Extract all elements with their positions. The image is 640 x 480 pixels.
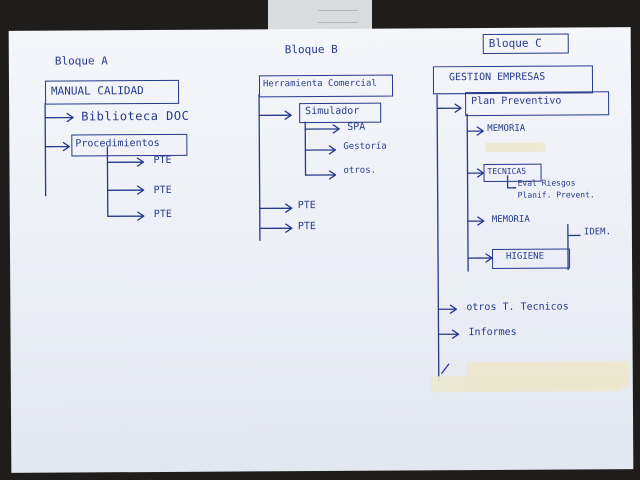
block-b-pte-2: PTE [297,221,316,233]
block-a-pte-1: PTE [153,154,172,167]
tecnicas-label: TECNICAS [487,166,527,176]
tape-patch-bottom [430,375,621,393]
otros-tecnicos-label: otros T. Tecnicos [466,301,569,314]
block-a-pte-2: PTE [153,184,172,197]
manual-calidad-label: MANUAL CALIDAD [50,84,144,98]
tape-strip [485,142,546,152]
spa-label: SPA [347,121,366,133]
memoria-2-label: MEMORIA [491,214,530,225]
block-c-title: Bloque C [488,36,542,50]
informes-label: Informes [468,326,517,339]
simulador-label: Simulador [305,105,360,118]
otros-label: otros. [343,165,377,176]
biblioteca-doc-label: Biblioteca DOC [81,108,190,124]
memoria-1-label: MEMORIA [487,123,526,134]
idem-label: IDEM. [583,227,612,238]
planif-prevent-label: Planif. Prevent. [517,190,595,200]
tree-connectors [44,93,581,382]
block-b-pte-1: PTE [297,200,316,212]
block-a-pte-3: PTE [153,208,172,221]
herramienta-comercial-label: Herramienta Comercial [262,78,377,90]
paper-sheet: Bloque A MANUAL CALIDAD Biblioteca DOC P… [8,27,634,473]
block-a-title: Bloque A [54,54,108,68]
gestion-empresas-label: GESTION EMPRESAS [448,71,546,84]
gestoria-label: Gestoría [343,141,387,152]
plan-preventivo-label: Plan Preventivo [471,95,562,108]
procedimientos-label: Procedimientos [75,137,160,150]
block-b-title: Bloque B [284,42,338,57]
background-sheet [268,0,372,30]
higiene-label: HIGIENE [506,251,545,262]
eval-riesgos-label: Eval Riesgos [517,178,576,188]
